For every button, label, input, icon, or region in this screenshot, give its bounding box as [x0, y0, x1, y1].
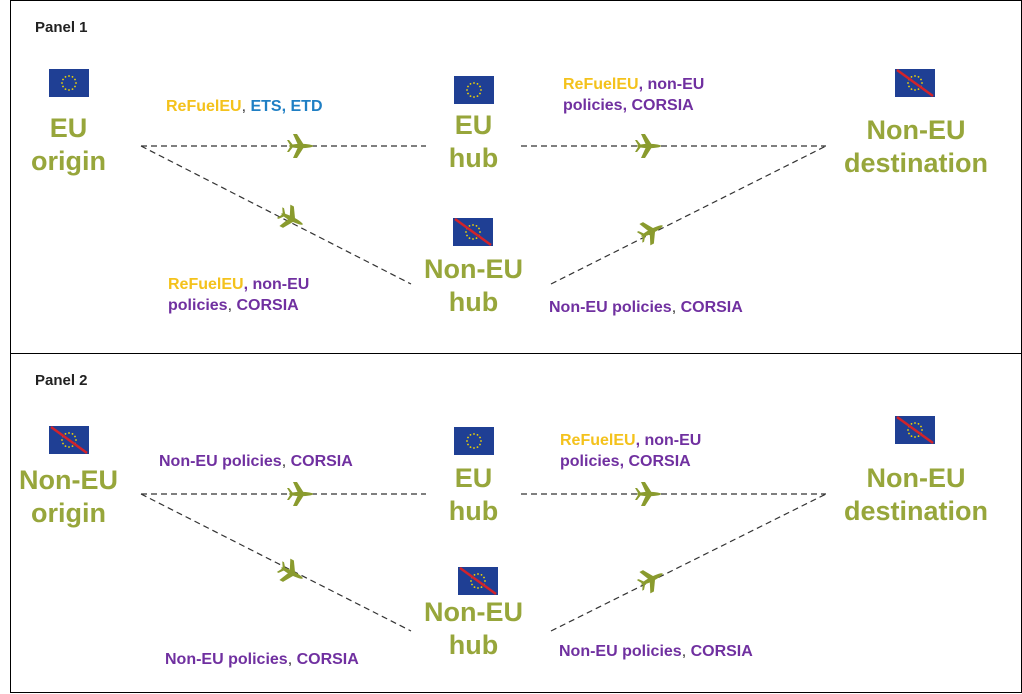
policy-non-eu: policies: [563, 97, 623, 114]
policy-corsia: CORSIA: [236, 297, 299, 314]
airplane-icon: [634, 214, 669, 249]
policy-ets-etd: ETS, ETD: [250, 98, 323, 115]
non-eu-flag-icon: [458, 567, 498, 595]
eu-flag-icon: [454, 76, 494, 104]
eu-flag-icon: [454, 427, 494, 455]
policy-refueleu: ReFuelEU: [168, 276, 244, 293]
policy-corsia: CORSIA: [680, 299, 743, 316]
airplane-icon: [287, 134, 313, 158]
node-line: EU: [49, 113, 88, 143]
label-noneuhub-destination: Non-EU policies, CORSIA: [549, 297, 743, 318]
panel-title: Panel 2: [35, 372, 88, 389]
policy-refueleu: ReFuelEU: [563, 76, 639, 93]
airplane-icon: [274, 201, 309, 236]
policy-refueleu: ReFuelEU: [560, 432, 636, 449]
route-noneuhub-destination: [550, 493, 827, 632]
non-eu-flag-icon: [49, 426, 89, 454]
label-origin-euhub: ReFuelEU, ETS, ETD: [166, 96, 323, 117]
label-euhub-destination: ReFuelEU, non-EU policies, CORSIA: [563, 74, 704, 116]
node-line: EU: [454, 110, 493, 140]
policy-corsia: , CORSIA: [619, 453, 691, 470]
label-origin-noneuhub: ReFuelEU, non-EU policies, CORSIA: [168, 274, 309, 316]
node-line: origin: [31, 498, 106, 528]
airplane-icon: [287, 482, 313, 506]
node-line: EU: [454, 463, 493, 493]
node-line: destination: [843, 496, 988, 526]
node-eu-hub: EU hub: [431, 462, 516, 528]
policy-non-eu: Non-EU policies: [559, 643, 682, 660]
node-non-eu-hub: Non-EU hub: [416, 253, 531, 319]
separator: ,: [671, 299, 681, 316]
node-line: destination: [843, 148, 988, 178]
separator: ,: [241, 98, 247, 115]
policy-refueleu: ReFuelEU: [166, 98, 242, 115]
panel-1: Panel 1 EU origin EU hub Non-EU hub Non-…: [10, 0, 1022, 354]
separator: ,: [281, 453, 291, 470]
airplane-icon: [274, 555, 309, 590]
panel-2: Panel 2 Non-EU origin EU hub Non-EU hub …: [10, 353, 1022, 693]
node-line: hub: [448, 287, 499, 317]
route-lines: [140, 482, 827, 632]
policy-non-eu: policies: [168, 297, 228, 314]
node-line: origin: [31, 146, 106, 176]
policy-corsia: CORSIA: [290, 453, 353, 470]
label-noneuhub-destination: Non-EU policies, CORSIA: [559, 641, 753, 662]
node-non-eu-destination: Non-EU destination: [826, 114, 1006, 180]
route-lines: [140, 134, 827, 285]
policy-corsia: CORSIA: [296, 651, 359, 668]
non-eu-flag-icon: [895, 416, 935, 444]
node-eu-hub: EU hub: [431, 109, 516, 175]
separator: ,: [227, 297, 237, 314]
node-line: hub: [448, 143, 499, 173]
node-line: Non-EU: [866, 463, 966, 493]
route-origin-noneuhub: [140, 145, 412, 285]
policy-non-eu: Non-EU policies: [159, 453, 282, 470]
policy-non-eu: Non-EU policies: [165, 651, 288, 668]
separator: ,: [287, 651, 297, 668]
policy-non-eu: policies: [560, 453, 620, 470]
policy-non-eu: , non-EU: [243, 276, 310, 293]
eu-flag-icon: [49, 69, 89, 97]
node-line: hub: [448, 630, 499, 660]
label-origin-euhub: Non-EU policies, CORSIA: [159, 451, 353, 472]
non-eu-flag-icon: [895, 69, 935, 97]
policy-non-eu: , non-EU: [635, 432, 702, 449]
policy-non-eu: , non-EU: [638, 76, 705, 93]
airplane-icon: [635, 134, 661, 158]
node-eu-origin: EU origin: [21, 112, 116, 178]
node-non-eu-origin: Non-EU origin: [11, 464, 126, 530]
node-non-eu-hub: Non-EU hub: [416, 596, 531, 662]
node-line: Non-EU: [424, 254, 523, 284]
route-origin-noneuhub: [140, 493, 412, 632]
policy-corsia: CORSIA: [690, 643, 753, 660]
node-line: Non-EU: [866, 115, 966, 145]
airplane-icon: [634, 562, 669, 597]
separator: ,: [681, 643, 691, 660]
label-euhub-destination: ReFuelEU, non-EU policies, CORSIA: [560, 430, 701, 472]
node-non-eu-destination: Non-EU destination: [826, 462, 1006, 528]
airplane-icon: [635, 482, 661, 506]
non-eu-flag-icon: [453, 218, 493, 246]
label-origin-noneuhub: Non-EU policies, CORSIA: [165, 649, 359, 670]
panel-title: Panel 1: [35, 19, 88, 36]
node-line: Non-EU: [19, 465, 118, 495]
node-line: Non-EU: [424, 597, 523, 627]
policy-non-eu: Non-EU policies: [549, 299, 672, 316]
node-line: hub: [448, 496, 499, 526]
policy-corsia: , CORSIA: [622, 97, 694, 114]
route-noneuhub-destination: [550, 145, 827, 285]
